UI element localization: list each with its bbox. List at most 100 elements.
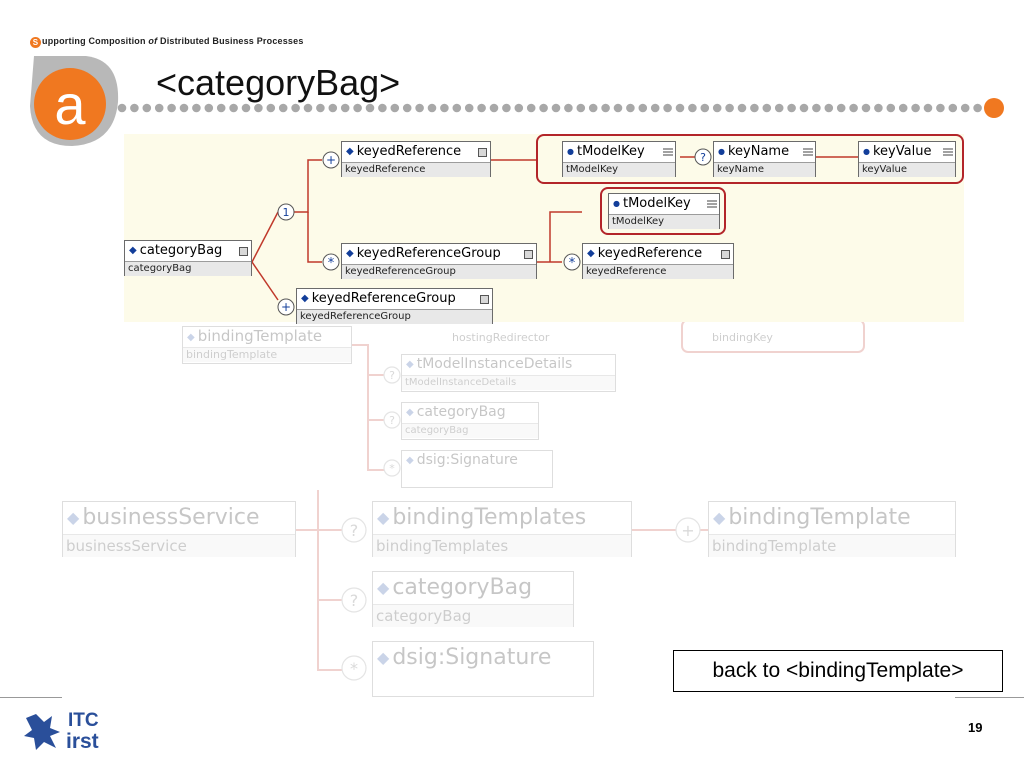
category-bag-diagram-panel [124, 134, 964, 322]
divider-dot [204, 103, 214, 113]
divider-dot [427, 103, 437, 113]
element-diamond-icon: ◆ [587, 248, 595, 259]
back-to-binding-template-link[interactable]: back to <bindingTemplate> [673, 650, 1003, 692]
logo-letter: a [54, 73, 86, 136]
node-keyed-reference-group[interactable]: ◆keyedReferenceGroup keyedReferenceGroup [341, 243, 537, 279]
divider-dot [229, 103, 238, 113]
dotted-divider [117, 103, 982, 113]
divider-dot [353, 103, 362, 113]
slide-title: <categoryBag> [156, 62, 401, 103]
node-keyed-reference-type: keyedReference [342, 163, 490, 177]
divider-dot [601, 103, 610, 113]
divider-dot [316, 103, 325, 113]
group-attr-tmodel-key[interactable]: ●tModelKey tModelKey [608, 193, 720, 229]
attr-key-name-type: keyName [714, 163, 815, 177]
divider-dot [440, 103, 449, 113]
divider-dot [874, 103, 883, 113]
divider-dot [390, 103, 400, 113]
group-attr-tmodel-key-name: tModelKey [622, 196, 691, 211]
group-keyed-reference-many: * [569, 256, 576, 271]
divider-dot [626, 103, 635, 113]
attribute-dot-icon: ● [567, 147, 574, 156]
group-attr-tmodel-key-type: tModelKey [609, 215, 719, 229]
tagline-text-2: Distributed Business Processes [157, 36, 304, 46]
attribute-lines-icon [663, 148, 673, 156]
tagline-s-badge: S [30, 37, 41, 48]
divider-dot [278, 103, 288, 113]
divider-dot [266, 103, 276, 113]
element-diamond-icon: ◆ [129, 245, 137, 256]
attr-key-name[interactable]: ●keyName keyName [713, 141, 816, 177]
svg-text:+: + [681, 521, 694, 540]
faded-binding-key-type: bindingKey [712, 331, 773, 344]
divider-dot [378, 103, 387, 113]
divider-dot [539, 103, 548, 113]
node-category-bag-name: categoryBag [139, 243, 223, 258]
svg-text:?: ? [350, 591, 359, 610]
divider-dot [254, 103, 263, 113]
collapse-icon [721, 250, 730, 259]
attr-tmodel-key-name: tModelKey [576, 144, 645, 159]
faded-dsig-small-box: ◆dsig:Signature [401, 450, 553, 488]
divider-dot [960, 103, 970, 113]
divider-dot [799, 103, 809, 113]
divider-dot [489, 103, 499, 113]
divider-dot [130, 103, 139, 113]
divider-dot [192, 103, 201, 113]
divider-dot [502, 103, 511, 113]
divider-dot [824, 103, 834, 113]
tagline-of: of [148, 36, 158, 46]
attribute-lines-icon [707, 200, 717, 208]
choice-symbol: 1 [283, 206, 290, 219]
faded-binding-templates-box: ◆bindingTemplates bindingTemplates [372, 501, 632, 557]
divider-dot [117, 103, 127, 113]
node-group-keyed-reference[interactable]: ◆keyedReference keyedReference [582, 243, 734, 279]
page-number: 19 [968, 720, 983, 735]
faded-binding-template-big-box: ◆bindingTemplate bindingTemplate [708, 501, 956, 557]
faded-hosting-redirector-type: hostingRedirector [452, 331, 550, 344]
divider-dot [750, 103, 759, 113]
divider-dot [328, 103, 338, 113]
divider-dot [849, 103, 858, 113]
keyed-reference-attributes-group [536, 134, 964, 184]
node-keyed-reference-group-type: keyedReferenceGroup [342, 265, 536, 279]
faded-dsig-big-box: ◆dsig:Signature [372, 641, 594, 697]
expand-icon [480, 295, 489, 304]
expand-icon [239, 247, 248, 256]
divider-dot [774, 103, 784, 113]
divider-dot [948, 103, 958, 113]
divider-dot [167, 103, 176, 113]
attribute-lines-icon [803, 148, 813, 156]
divider-dot [725, 103, 734, 113]
logo-text-irst: irst [66, 730, 99, 753]
group-attributes-group [600, 187, 726, 235]
divider-dot [154, 103, 164, 113]
divider-dot [216, 103, 226, 113]
svg-text:?: ? [350, 521, 359, 540]
itc-irst-logo-icon: ITC irst [24, 710, 99, 753]
attr-key-value-type: keyValue [859, 163, 955, 177]
node-keyed-reference-group-sibling[interactable]: ◆keyedReferenceGroup keyedReferenceGroup [296, 288, 493, 324]
divider-dot [650, 103, 660, 113]
node-keyed-reference[interactable]: ◆keyedReference keyedReference [341, 141, 491, 177]
divider-dot [613, 103, 623, 113]
footer-divider-right [955, 697, 1024, 698]
divider-dot [477, 103, 486, 113]
divider-dot [911, 103, 920, 113]
divider-dot [936, 103, 945, 113]
attr-tmodel-key[interactable]: ●tModelKey tModelKey [562, 141, 676, 177]
node-category-bag[interactable]: ◆categoryBag categoryBag [124, 240, 252, 276]
divider-dot [303, 103, 313, 113]
attribute-lines-icon [943, 148, 953, 156]
faded-business-service-box: ◆businessService businessService [62, 501, 296, 557]
divider-dot [663, 103, 672, 113]
node-group-keyed-reference-name: keyedReference [597, 246, 703, 261]
attribute-dot-icon: ● [863, 147, 870, 156]
attr-key-value[interactable]: ●keyValue keyValue [858, 141, 956, 177]
attribute-dot-icon: ● [718, 147, 725, 156]
tagline-text-1: upporting Composition [42, 36, 149, 46]
divider-dot [241, 103, 251, 113]
divider-dot [700, 103, 710, 113]
